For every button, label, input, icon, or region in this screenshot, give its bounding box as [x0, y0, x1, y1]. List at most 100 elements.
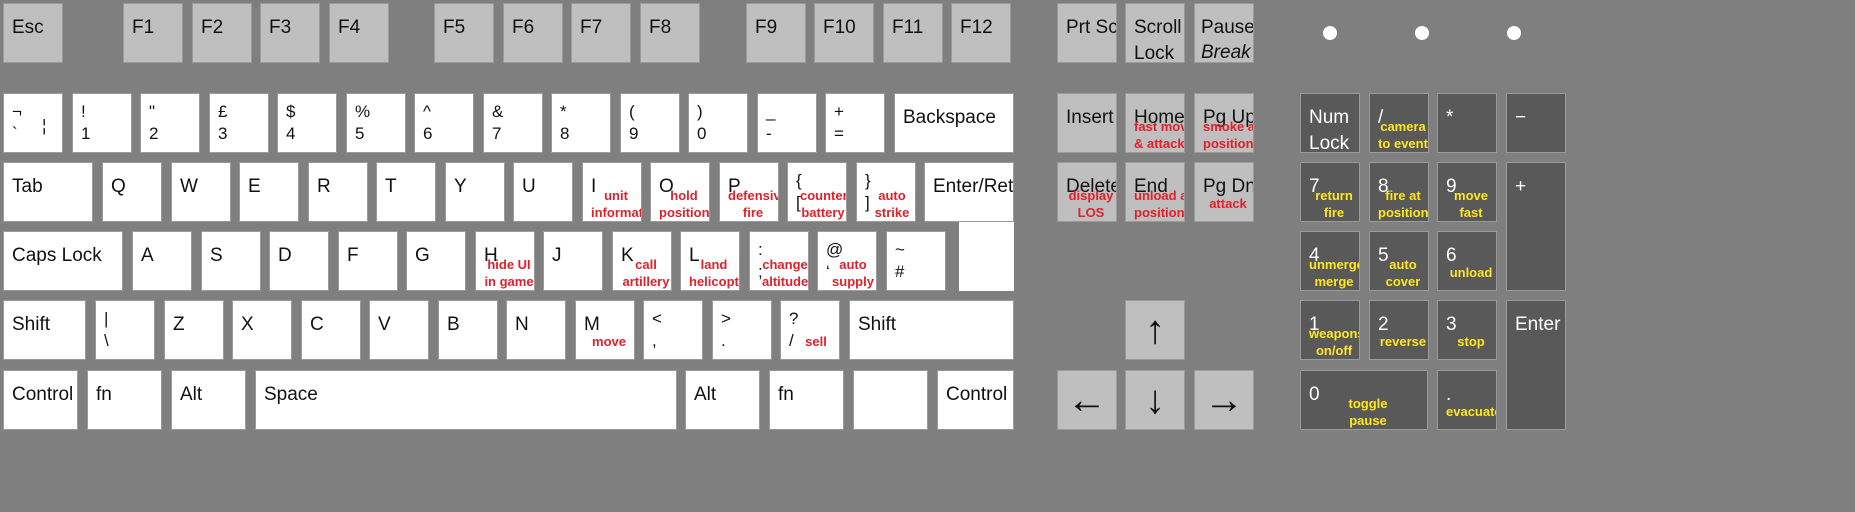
key-num-multiply: * — [1437, 93, 1497, 153]
key-action-label: land helicopter — [689, 257, 739, 289]
key-action-label: display LOS — [1068, 188, 1114, 220]
key-label: L — [689, 245, 700, 266]
key-label: Space — [264, 384, 318, 405]
key-label: F11 — [892, 17, 924, 38]
key-shift-symbol: % — [355, 102, 371, 121]
key-label: . — [1446, 384, 1452, 405]
key-action-label: defensive fire — [728, 188, 778, 220]
key-base-symbol: 0 — [697, 124, 707, 143]
key-base-symbol: 2 — [149, 124, 159, 143]
key-num-divide: /camera to event — [1369, 93, 1429, 153]
key-f: F — [338, 231, 398, 291]
key-semicolon: :;change altitude — [749, 231, 809, 291]
key-extra-symbol: ¦ — [42, 116, 47, 135]
key-base-symbol: 3 — [218, 124, 228, 143]
key-action-label: call artillery — [622, 257, 670, 289]
key-action-label: unload at position — [1134, 188, 1185, 220]
key-label: Z — [173, 314, 185, 335]
key-label: I — [591, 176, 597, 197]
key-label: B — [447, 314, 460, 335]
key-label: Tab — [12, 176, 43, 197]
scroll-lock-led — [1507, 26, 1521, 40]
key-label: − — [1515, 107, 1527, 128]
key-action-label: toggle pause — [1348, 396, 1388, 428]
key-v: V — [369, 300, 429, 360]
key-p: Pdefensive fire — [719, 162, 779, 222]
key-action-label: return fire — [1315, 188, 1353, 220]
key-hash: ~# — [886, 231, 946, 291]
key-base-symbol: ; — [758, 262, 763, 281]
key-action-label: attack — [1209, 196, 1247, 211]
key-label: 9 — [1446, 176, 1457, 197]
key-shift-symbol: < — [652, 309, 662, 328]
key-label: fn — [778, 384, 794, 405]
key-action-label: unload — [1449, 265, 1493, 280]
key-lfn: fn — [87, 370, 162, 430]
key-label: 0 — [1309, 384, 1320, 405]
key-action-label: evacuate — [1446, 404, 1497, 419]
key-g: G — [406, 231, 466, 291]
key-action-label: move — [592, 334, 626, 349]
key-label: Alt — [694, 384, 717, 405]
key-label: Num Lock — [1309, 107, 1350, 153]
key-label: J — [552, 245, 562, 266]
key-7: &7 — [483, 93, 543, 153]
key-f7: F7 — [571, 3, 631, 63]
key-1: !1 — [72, 93, 132, 153]
key-label: D — [278, 245, 292, 266]
key-label: 4 — [1309, 245, 1320, 266]
key-base-symbol: = — [834, 124, 844, 143]
key-label: F9 — [755, 17, 778, 38]
key-s: S — [201, 231, 261, 291]
key-a: A — [132, 231, 192, 291]
key-minus: _- — [757, 93, 817, 153]
key-num-decimal: .evacuate — [1437, 370, 1497, 430]
key-action-label: sell — [805, 334, 827, 349]
key-quote: @‘auto supply — [817, 231, 877, 291]
key-scroll-lock: Scroll Lock — [1125, 3, 1185, 63]
key-label: F7 — [580, 17, 603, 38]
key-f4: F4 — [329, 3, 389, 63]
key-base-symbol: . — [721, 331, 726, 350]
key-shift-symbol: ( — [629, 102, 635, 121]
key-base-symbol: [ — [796, 193, 801, 212]
key-label: O — [659, 176, 674, 197]
key-base-symbol: ` — [12, 124, 18, 143]
key-label: * — [1446, 107, 1454, 128]
key-base-symbol: 9 — [629, 124, 639, 143]
key-c: C — [301, 300, 361, 360]
key-3: £3 — [209, 93, 269, 153]
key-f2: F2 — [192, 3, 252, 63]
key-backtick: ¬`¦ — [3, 93, 63, 153]
key-j: J — [543, 231, 603, 291]
key-up: ↑ — [1125, 300, 1185, 360]
key-shift-symbol: $ — [286, 102, 296, 121]
key-shift-symbol: { — [796, 171, 802, 190]
key-base-symbol: 1 — [81, 124, 91, 143]
key-action-label: change altitude — [762, 257, 809, 289]
key-label: Prt Scrn — [1066, 17, 1117, 38]
key-action-label: unit information — [591, 188, 642, 220]
key-x: X — [232, 300, 292, 360]
key-label: W — [180, 176, 198, 197]
key-shift-symbol: " — [149, 102, 156, 121]
key-insert: Insert — [1057, 93, 1117, 153]
key-label: 6 — [1446, 245, 1457, 266]
key-label: N — [515, 314, 529, 335]
key-f12: F12 — [951, 3, 1011, 63]
key-label: K — [621, 245, 634, 266]
key-shift-symbol: ^ — [423, 102, 431, 121]
key-action-label: reverse — [1379, 334, 1427, 349]
key-label: 2 — [1378, 314, 1389, 335]
arrow-down-icon: ↓ — [1145, 378, 1165, 422]
